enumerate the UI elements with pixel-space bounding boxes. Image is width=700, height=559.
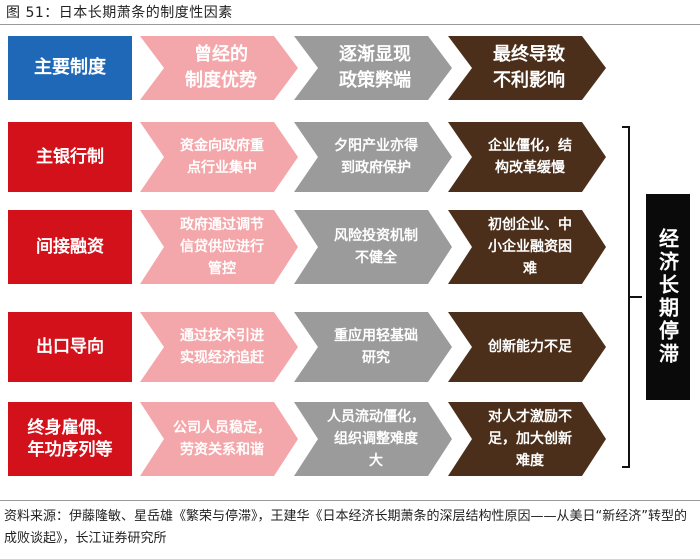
row-label-box: 终身雇佣、 年功序列等 xyxy=(8,402,132,476)
arrow-advantage: 资金向政府重 点行业集中 xyxy=(140,122,298,192)
drawback-text: 夕阳产业亦得 到政府保护 xyxy=(334,138,418,176)
header-col1-text: 曾经的 制度优势 xyxy=(185,44,257,91)
header-arrow-drawback: 逐渐显现 政策弊端 xyxy=(294,36,452,100)
grouping-bracket xyxy=(622,126,630,468)
result-box: 经济长期停滞 xyxy=(646,194,690,400)
arrow-advantage: 公司人员稳定， 劳资关系和谐 xyxy=(140,402,298,476)
arrow-advantage: 政府通过调节 信贷供应进行 管控 xyxy=(140,210,298,284)
header-arrow-impact: 最终导致 不利影响 xyxy=(448,36,606,100)
row-label: 终身雇佣、 年功序列等 xyxy=(27,418,113,460)
arrow-impact: 对人才激励不 足，加大创新 难度 xyxy=(448,402,606,476)
advantage-text: 通过技术引进 实现经济追赶 xyxy=(180,328,264,366)
row-label: 间接融资 xyxy=(36,237,104,257)
advantage-text: 公司人员稳定， 劳资关系和谐 xyxy=(173,420,271,458)
arrow-impact: 创新能力不足 xyxy=(448,312,606,382)
row-label: 主银行制 xyxy=(36,147,104,167)
arrow-advantage: 通过技术引进 实现经济追赶 xyxy=(140,312,298,382)
row-indirect-financing: 间接融资 政府通过调节 信贷供应进行 管控 风险投资机制 不健全 初创企业、中 … xyxy=(8,210,623,284)
row-label-box: 间接融资 xyxy=(8,210,132,284)
advantage-text: 资金向政府重 点行业集中 xyxy=(180,138,264,176)
advantage-text: 政府通过调节 信贷供应进行 管控 xyxy=(180,217,264,277)
impact-text: 企业僵化，结 构改革缓慢 xyxy=(488,138,572,176)
arrow-drawback: 风险投资机制 不健全 xyxy=(294,210,452,284)
source-note: 资料来源：伊藤隆敏、星岳雄《繁荣与停滞》，王建华《日本经济长期萧条的深层结构性原… xyxy=(4,509,687,546)
impact-text: 初创企业、中 小企业融资困 难 xyxy=(488,217,572,277)
result-text: 经济长期停滞 xyxy=(655,228,680,366)
bracket-pointer xyxy=(630,296,642,298)
header-label-box: 主要制度 xyxy=(8,36,132,100)
row-label-box: 出口导向 xyxy=(8,312,132,382)
drawback-text: 重应用轻基础 研究 xyxy=(334,328,418,366)
drawback-text: 人员流动僵化， 组织调整难度 大 xyxy=(327,409,425,469)
header-row: 主要制度 曾经的 制度优势 逐渐显现 政策弊端 最终导致 不利影响 xyxy=(8,36,623,100)
header-col3-text: 最终导致 不利影响 xyxy=(493,44,565,91)
row-lifetime-employment: 终身雇佣、 年功序列等 公司人员稳定， 劳资关系和谐 人员流动僵化， 组织调整难… xyxy=(8,402,623,476)
row-label: 出口导向 xyxy=(36,337,104,357)
arrow-drawback: 夕阳产业亦得 到政府保护 xyxy=(294,122,452,192)
row-label-box: 主银行制 xyxy=(8,122,132,192)
drawback-text: 风险投资机制 不健全 xyxy=(334,228,418,266)
header-label: 主要制度 xyxy=(34,57,106,78)
row-export-oriented: 出口导向 通过技术引进 实现经济追赶 重应用轻基础 研究 创新能力不足 xyxy=(8,312,623,382)
header-col2-text: 逐渐显现 政策弊端 xyxy=(339,44,411,91)
impact-text: 对人才激励不 足，加大创新 难度 xyxy=(488,409,572,469)
figure-title: 图 51：日本长期萧条的制度性因素 xyxy=(6,5,233,21)
arrow-impact: 初创企业、中 小企业融资困 难 xyxy=(448,210,606,284)
title-divider xyxy=(0,24,700,25)
arrow-drawback: 人员流动僵化， 组织调整难度 大 xyxy=(294,402,452,476)
header-arrow-advantage: 曾经的 制度优势 xyxy=(140,36,298,100)
impact-text: 创新能力不足 xyxy=(488,339,572,355)
row-main-bank: 主银行制 资金向政府重 点行业集中 夕阳产业亦得 到政府保护 企业僵化，结 构改… xyxy=(8,122,623,192)
footer-divider xyxy=(0,500,700,501)
arrow-impact: 企业僵化，结 构改革缓慢 xyxy=(448,122,606,192)
arrow-drawback: 重应用轻基础 研究 xyxy=(294,312,452,382)
